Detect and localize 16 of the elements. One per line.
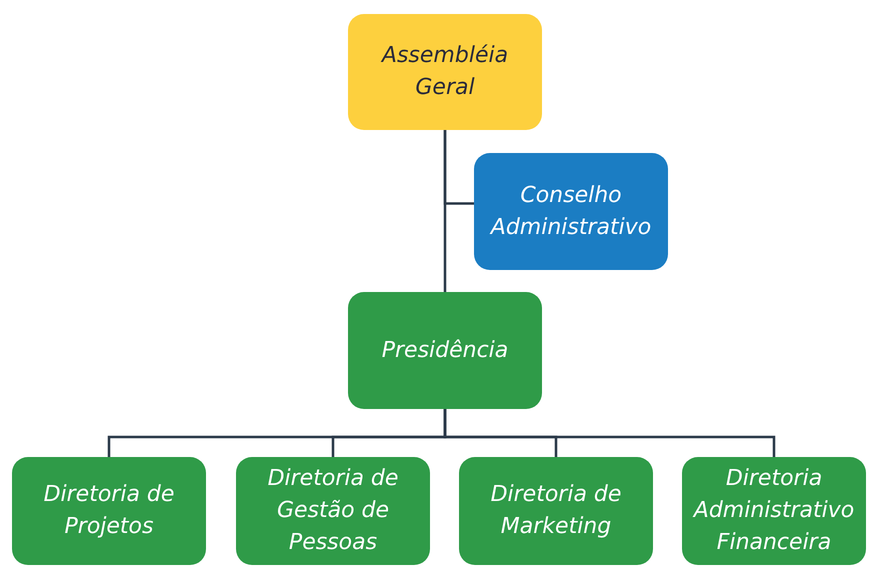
org-box	[682, 457, 866, 565]
box-title: Diretoria de Projetos	[42, 481, 176, 541]
box-title: Diretoria de Marketing	[490, 481, 622, 541]
org-box	[236, 457, 430, 565]
org-box	[459, 457, 653, 565]
org-box	[348, 292, 542, 409]
box-title: Diretoria Administrativo Financeira	[692, 465, 856, 557]
connector-line	[444, 130, 446, 292]
org-box	[348, 14, 542, 130]
box-title: Conselho Administrativo	[488, 182, 652, 242]
org-box	[12, 457, 206, 565]
org-box	[474, 153, 668, 270]
box-title: Diretoria de Gestão de Pessoas	[266, 465, 400, 557]
box-title: Assembléia Geral	[380, 42, 510, 102]
box-title: Presidência	[382, 336, 508, 365]
connector-line	[444, 409, 776, 457]
